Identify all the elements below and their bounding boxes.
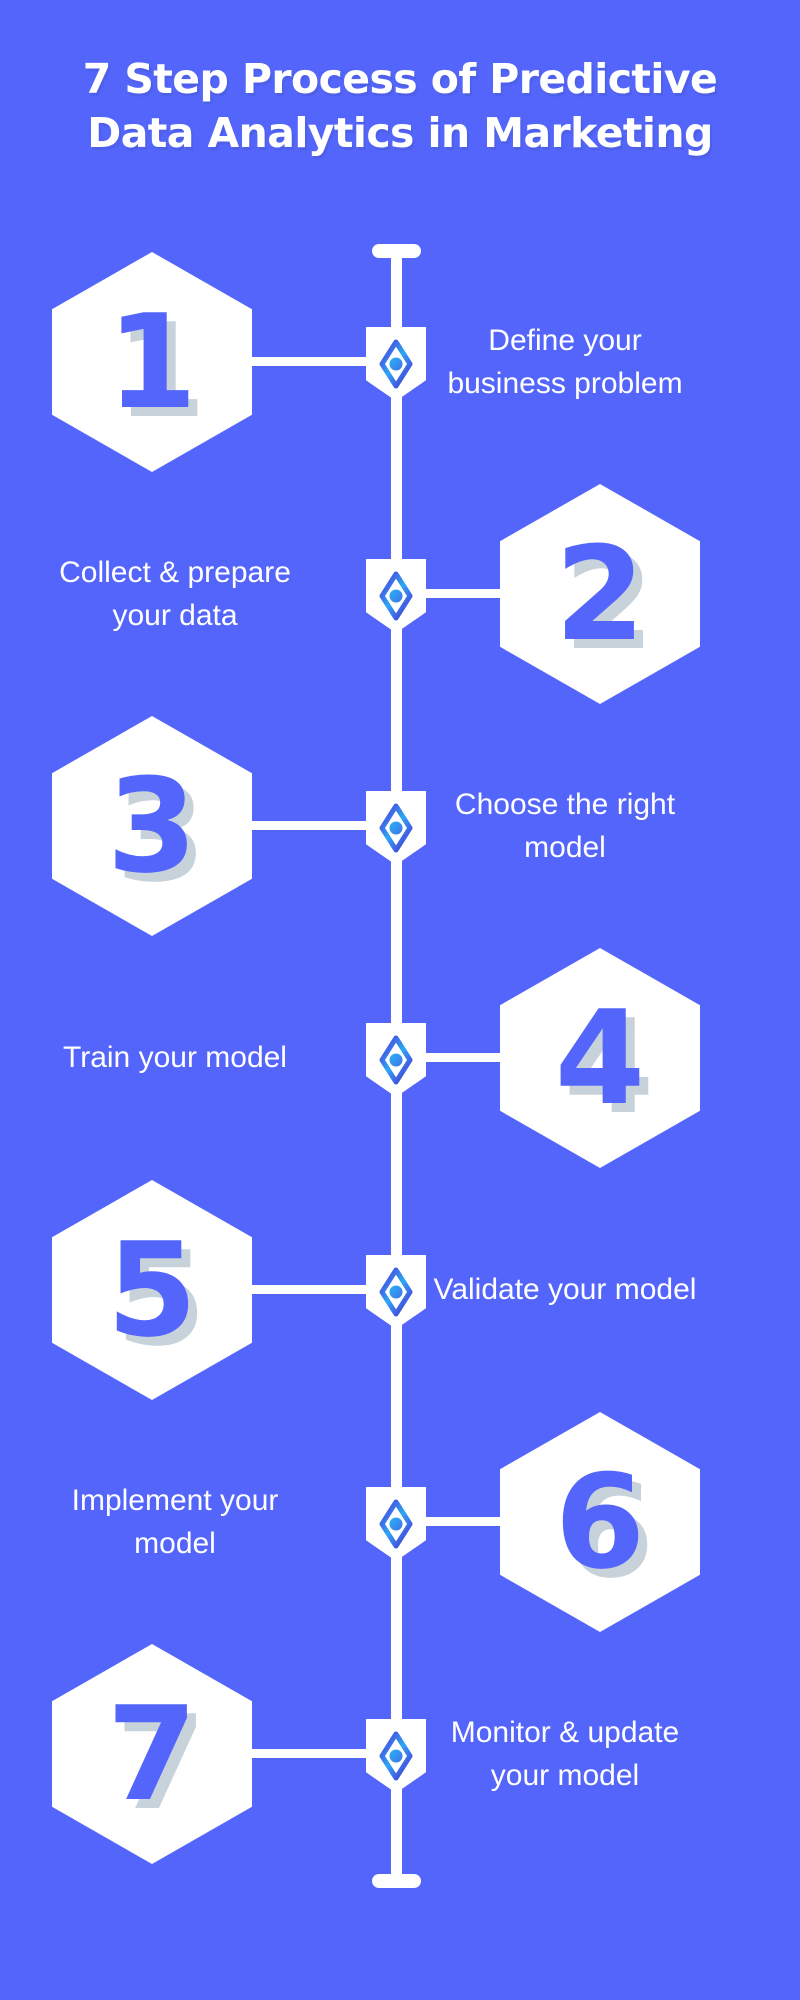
step-hexagon-6[interactable]: 6 [500,1412,700,1632]
step-connector-5 [252,1285,384,1294]
step-hexagon-5[interactable]: 5 [52,1180,252,1400]
step-marker-3[interactable] [366,791,426,865]
diamond-marker-icon [379,1499,413,1549]
step-row-6: 6 Implement your model [0,1412,800,1632]
step-label-4: Train your model [30,948,320,1168]
step-label-text: Train your model [63,1041,287,1075]
step-number-5: 5 [106,1214,198,1366]
page-title-line-2: Data Analytics in Marketing [87,109,713,158]
step-row-2: 2 Collect & prepare your data [0,484,800,704]
step-number-2: 2 [554,518,646,670]
diamond-marker-icon [379,1731,413,1781]
step-label-7: Monitor & update your model [430,1644,700,1864]
step-number-3: 3 [106,750,198,902]
step-marker-4[interactable] [366,1023,426,1097]
step-marker-5[interactable] [366,1255,426,1329]
step-label-1: Define your business problem [430,252,700,472]
step-label-text: Implement your model [71,1483,279,1561]
step-row-1: 1 Define your business problem [0,252,800,472]
step-hexagon-4[interactable]: 4 [500,948,700,1168]
step-label-text: Validate your model [433,1273,697,1307]
diamond-marker-icon [379,1035,413,1085]
step-marker-2[interactable] [366,559,426,633]
step-label-6: Implement your model [30,1412,320,1632]
step-row-5: 5 Validate your model [0,1180,800,1400]
step-number-1: 1 [106,286,198,438]
step-marker-7[interactable] [366,1719,426,1793]
step-connector-7 [252,1749,384,1758]
diamond-marker-icon [379,339,413,389]
step-marker-1[interactable] [366,327,426,401]
step-connector-1 [252,357,384,366]
step-number-4: 4 [554,982,646,1134]
step-row-3: 3 Choose the right model [0,716,800,936]
step-label-2: Collect & prepare your data [30,484,320,704]
step-label-text: Monitor & update your model [450,1715,680,1793]
step-number-7: 7 [106,1678,198,1830]
step-number-6: 6 [554,1446,646,1598]
step-connector-3 [252,821,384,830]
diamond-marker-icon [379,803,413,853]
step-hexagon-3[interactable]: 3 [52,716,252,936]
step-label-text: Define your business problem [447,323,683,401]
page-title: 7 Step Process of Predictive Data Analyt… [0,52,800,160]
page-title-line-1: 7 Step Process of Predictive [82,55,718,103]
timeline-spine-top-cap [372,244,421,258]
step-label-3: Choose the right model [430,716,700,936]
step-connector-6 [410,1517,500,1526]
step-marker-6[interactable] [366,1487,426,1561]
step-hexagon-1[interactable]: 1 [52,252,252,472]
diamond-marker-icon [379,571,413,621]
step-label-5: Validate your model [430,1180,700,1400]
step-row-4: 4 Train your model [0,948,800,1168]
timeline-spine-bottom-cap [372,1874,421,1888]
step-hexagon-2[interactable]: 2 [500,484,700,704]
step-connector-4 [410,1053,500,1062]
step-label-text: Choose the right model [454,787,676,865]
step-connector-2 [410,589,500,598]
step-hexagon-7[interactable]: 7 [52,1644,252,1864]
diamond-marker-icon [379,1267,413,1317]
step-row-7: 7 Monitor & update your model [0,1644,800,1864]
step-label-text: Collect & prepare your data [59,555,291,633]
